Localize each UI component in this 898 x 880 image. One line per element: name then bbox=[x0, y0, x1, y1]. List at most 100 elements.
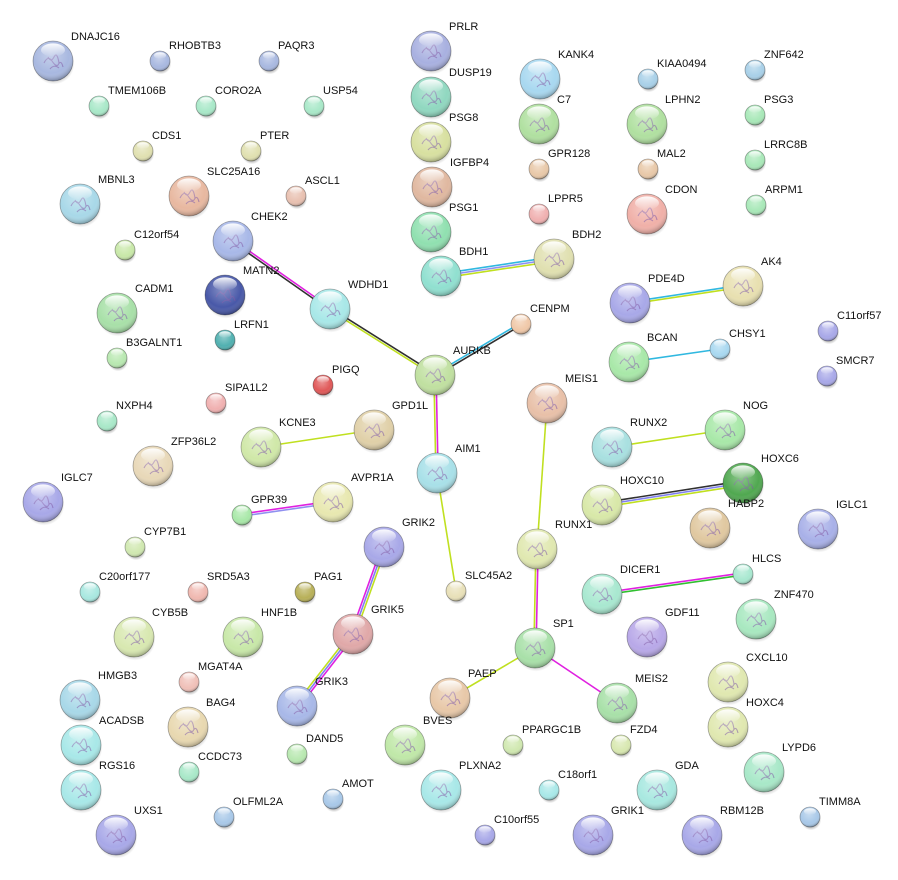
node-dusp19[interactable]: DUSP19 bbox=[410, 67, 492, 121]
node-gdf11[interactable]: GDF11 bbox=[626, 607, 700, 661]
node-paep[interactable]: PAEP bbox=[429, 668, 497, 722]
node-bcan[interactable]: BCAN bbox=[608, 332, 678, 386]
node-arpm1[interactable]: ARPM1 bbox=[745, 184, 803, 219]
node-chek2[interactable]: CHEK2 bbox=[212, 211, 288, 265]
node-grik2[interactable]: GRIK2 bbox=[363, 517, 435, 571]
node-gpr39[interactable]: GPR39 bbox=[231, 494, 287, 529]
node-znf470[interactable]: ZNF470 bbox=[735, 589, 814, 643]
node-bdh1[interactable]: BDH1 bbox=[420, 246, 488, 300]
node-hoxc6[interactable]: HOXC6 bbox=[722, 453, 799, 507]
node-pde4d[interactable]: PDE4D bbox=[609, 273, 685, 327]
node-rhobtb3[interactable]: RHOBTB3 bbox=[149, 40, 221, 75]
node-kank4[interactable]: KANK4 bbox=[519, 49, 594, 103]
node-ppargc1b[interactable]: PPARGC1B bbox=[502, 724, 581, 759]
edge-meis1-runx1[interactable] bbox=[536, 402, 548, 550]
node-kiaa0494[interactable]: KIAA0494 bbox=[637, 58, 707, 93]
node-slc25a16[interactable]: SLC25A16 bbox=[168, 166, 260, 220]
node-dicer1[interactable]: DICER1 bbox=[581, 564, 660, 618]
node-bag4[interactable]: BAG4 bbox=[167, 697, 235, 751]
node-cyb5b[interactable]: CYB5B bbox=[113, 607, 188, 661]
edge-dicer1-hlcs[interactable] bbox=[601, 572, 744, 596]
node-lrfn1[interactable]: LRFN1 bbox=[214, 319, 269, 354]
node-meis1[interactable]: MEIS1 bbox=[526, 373, 598, 427]
node-runx1[interactable]: RUNX1 bbox=[516, 519, 592, 573]
node-bdh2[interactable]: BDH2 bbox=[533, 229, 601, 283]
node-mal2[interactable]: MAL2 bbox=[637, 148, 686, 183]
node-runx2[interactable]: RUNX2 bbox=[591, 417, 667, 471]
node-sipa1l2[interactable]: SIPA1L2 bbox=[205, 382, 268, 417]
node-pag1[interactable]: PAG1 bbox=[294, 571, 343, 606]
node-psg8[interactable]: PSG8 bbox=[410, 112, 478, 166]
node-meis2[interactable]: MEIS2 bbox=[596, 673, 668, 727]
node-nog[interactable]: NOG bbox=[704, 400, 768, 454]
node-c12orf54[interactable]: C12orf54 bbox=[114, 229, 179, 264]
node-uxs1[interactable]: UXS1 bbox=[95, 805, 163, 859]
node-ak4[interactable]: AK4 bbox=[722, 256, 782, 310]
node-mgat4a[interactable]: MGAT4A bbox=[178, 661, 243, 696]
node-hoxc4[interactable]: HOXC4 bbox=[707, 697, 784, 751]
edge-hoxc10-hoxc6[interactable] bbox=[601, 480, 744, 508]
node-tmem106b[interactable]: TMEM106B bbox=[88, 85, 166, 120]
node-lypd6[interactable]: LYPD6 bbox=[743, 742, 816, 796]
node-lphn2[interactable]: LPHN2 bbox=[626, 94, 700, 148]
node-aim1[interactable]: AIM1 bbox=[416, 443, 481, 497]
node-paqr3[interactable]: PAQR3 bbox=[258, 40, 314, 75]
node-dnajc16[interactable]: DNAJC16 bbox=[32, 31, 120, 85]
node-matn2[interactable]: MATN2 bbox=[204, 265, 279, 319]
node-amot[interactable]: AMOT bbox=[322, 778, 374, 813]
node-zfp36l2[interactable]: ZFP36L2 bbox=[132, 436, 216, 490]
node-c20orf177[interactable]: C20orf177 bbox=[79, 571, 150, 606]
node-lppr5[interactable]: LPPR5 bbox=[528, 193, 583, 228]
node-pigq[interactable]: PIGQ bbox=[312, 364, 360, 399]
node-plxna2[interactable]: PLXNA2 bbox=[420, 760, 501, 814]
node-grik5[interactable]: GRIK5 bbox=[332, 604, 404, 658]
node-gda[interactable]: GDA bbox=[636, 760, 700, 814]
node-cyp7b1[interactable]: CYP7B1 bbox=[124, 526, 186, 561]
node-hnf1b[interactable]: HNF1B bbox=[222, 607, 297, 661]
node-lrrc8b[interactable]: LRRC8B bbox=[744, 139, 807, 174]
node-cdon[interactable]: CDON bbox=[626, 184, 697, 238]
node-ccdc73[interactable]: CCDC73 bbox=[178, 751, 242, 786]
node-pter[interactable]: PTER bbox=[240, 130, 289, 165]
node-grik1[interactable]: GRIK1 bbox=[572, 805, 644, 859]
node-wdhd1[interactable]: WDHD1 bbox=[309, 279, 388, 333]
node-acadsb[interactable]: ACADSB bbox=[60, 715, 144, 769]
node-gpd1l[interactable]: GPD1L bbox=[353, 400, 428, 454]
node-cds1[interactable]: CDS1 bbox=[132, 130, 181, 165]
node-usp54[interactable]: USP54 bbox=[303, 85, 358, 120]
node-srd5a3[interactable]: SRD5A3 bbox=[187, 571, 250, 606]
node-avpr1a[interactable]: AVPR1A bbox=[312, 472, 394, 526]
node-psg1[interactable]: PSG1 bbox=[410, 202, 478, 256]
node-ascl1[interactable]: ASCL1 bbox=[285, 175, 340, 210]
node-chsy1[interactable]: CHSY1 bbox=[709, 328, 766, 363]
node-igfbp4[interactable]: IGFBP4 bbox=[411, 157, 489, 211]
node-slc45a2[interactable]: SLC45A2 bbox=[445, 570, 512, 605]
node-smcr7[interactable]: SMCR7 bbox=[816, 355, 875, 390]
node-c18orf1[interactable]: C18orf1 bbox=[538, 769, 597, 804]
node-bves[interactable]: BVES bbox=[384, 715, 452, 769]
node-coro2a[interactable]: CORO2A bbox=[195, 85, 262, 120]
node-kcne3[interactable]: KCNE3 bbox=[240, 417, 316, 471]
node-hlcs[interactable]: HLCS bbox=[732, 553, 781, 588]
node-prlr[interactable]: PRLR bbox=[410, 21, 478, 75]
node-hoxc10[interactable]: HOXC10 bbox=[581, 475, 664, 529]
node-mbnl3[interactable]: MBNL3 bbox=[59, 174, 135, 228]
node-rgs16[interactable]: RGS16 bbox=[60, 760, 135, 814]
node-psg3[interactable]: PSG3 bbox=[744, 94, 793, 129]
node-cenpm[interactable]: CENPM bbox=[510, 303, 570, 338]
node-cxcl10[interactable]: CXCL10 bbox=[707, 652, 788, 706]
node-timm8a[interactable]: TIMM8A bbox=[799, 796, 861, 831]
node-fzd4[interactable]: FZD4 bbox=[610, 724, 658, 759]
node-iglc1[interactable]: IGLC1 bbox=[797, 499, 868, 553]
node-olfml2a[interactable]: OLFML2A bbox=[213, 796, 284, 831]
node-b3galnt1[interactable]: B3GALNT1 bbox=[106, 337, 182, 372]
node-habp2[interactable]: HABP2 bbox=[689, 498, 764, 552]
node-c7[interactable]: C7 bbox=[518, 94, 571, 148]
node-nxph4[interactable]: NXPH4 bbox=[96, 400, 153, 435]
node-sp1[interactable]: SP1 bbox=[514, 618, 574, 672]
node-gpr128[interactable]: GPR128 bbox=[528, 148, 590, 183]
node-cadm1[interactable]: CADM1 bbox=[96, 283, 174, 337]
node-c11orf57[interactable]: C11orf57 bbox=[817, 310, 881, 345]
node-rbm12b[interactable]: RBM12B bbox=[681, 805, 764, 859]
node-znf642[interactable]: ZNF642 bbox=[744, 49, 804, 84]
